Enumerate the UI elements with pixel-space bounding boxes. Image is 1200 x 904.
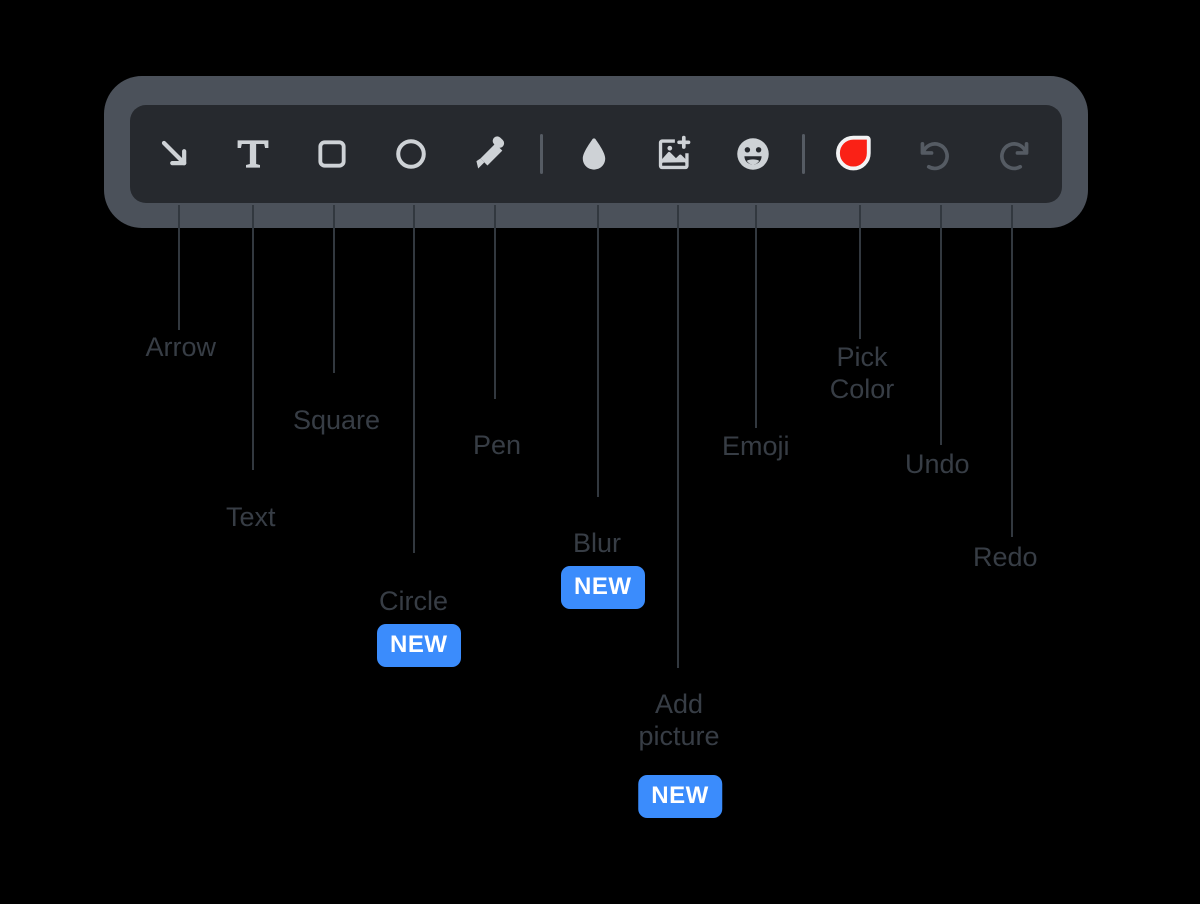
label-blur: Blur bbox=[573, 528, 622, 558]
leader-line-blur bbox=[597, 205, 599, 497]
tool-button-redo[interactable] bbox=[987, 105, 1043, 203]
leader-line-square bbox=[333, 205, 335, 373]
label-text: Text bbox=[226, 502, 276, 532]
label-redo: Redo bbox=[973, 542, 1038, 572]
label-undo: Undo bbox=[905, 449, 970, 479]
smiley-icon bbox=[732, 133, 774, 175]
leader-line-circle bbox=[413, 205, 415, 553]
leader-line-text bbox=[252, 205, 254, 470]
image-plus-icon bbox=[653, 133, 695, 175]
leader-line-add-picture bbox=[677, 205, 679, 668]
new-badge-text: NEW bbox=[561, 566, 645, 609]
label-pick-color: Pick Color bbox=[829, 342, 895, 404]
tool-button-emoji[interactable] bbox=[725, 105, 781, 203]
leader-line-pick-color bbox=[859, 205, 861, 339]
new-badge-text: NEW bbox=[377, 624, 461, 667]
badge-blur-new: NEW bbox=[561, 566, 645, 609]
tool-button-blur[interactable] bbox=[566, 105, 622, 203]
leader-line-redo bbox=[1011, 205, 1013, 537]
label-emoji: Emoji bbox=[722, 431, 790, 461]
label-circle: Circle bbox=[379, 586, 449, 616]
label-square: Square bbox=[293, 405, 381, 435]
new-badge-text: NEW bbox=[638, 775, 722, 818]
tool-button-pen[interactable] bbox=[464, 105, 520, 203]
text-t-icon bbox=[232, 133, 274, 175]
redo-arrow-icon bbox=[994, 133, 1036, 175]
tool-button-pick-color[interactable] bbox=[825, 105, 881, 203]
tool-button-undo[interactable] bbox=[906, 105, 962, 203]
leader-line-arrow bbox=[178, 205, 180, 330]
label-add-picture: Add picture bbox=[638, 689, 720, 751]
undo-arrow-icon bbox=[913, 133, 955, 175]
leader-line-pen bbox=[494, 205, 496, 399]
badge-add-picture-new: NEW bbox=[638, 775, 722, 818]
droplet-icon bbox=[573, 133, 615, 175]
tool-button-text[interactable] bbox=[225, 105, 281, 203]
toolbar-divider-2 bbox=[802, 134, 805, 174]
badge-circle-new: NEW bbox=[377, 624, 461, 667]
toolbar-divider-1 bbox=[540, 134, 543, 174]
leader-line-emoji bbox=[755, 205, 757, 428]
arrow-down-right-icon bbox=[153, 132, 197, 176]
square-icon bbox=[312, 134, 352, 174]
tool-button-circle[interactable] bbox=[383, 105, 439, 203]
tool-button-arrow[interactable] bbox=[147, 105, 203, 203]
tool-button-add-picture[interactable] bbox=[646, 105, 702, 203]
pen-marker-icon bbox=[471, 133, 513, 175]
leader-line-undo bbox=[940, 205, 942, 445]
circle-icon bbox=[390, 133, 432, 175]
label-pen: Pen bbox=[473, 430, 522, 460]
label-arrow: Arrow bbox=[145, 332, 216, 362]
color-blob-icon bbox=[831, 132, 875, 176]
tool-button-square[interactable] bbox=[304, 105, 360, 203]
